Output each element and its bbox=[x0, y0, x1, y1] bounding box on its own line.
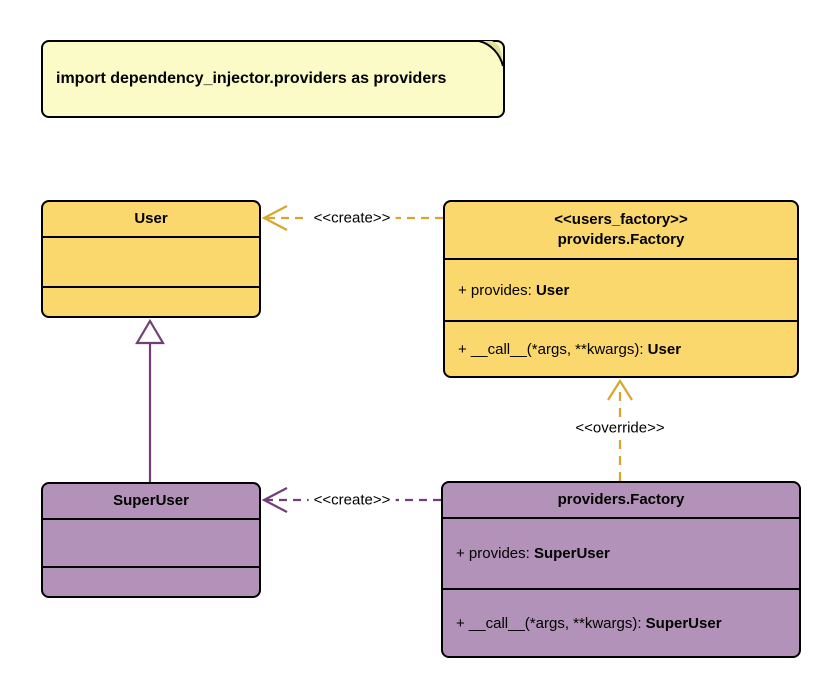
class-user: User bbox=[41, 200, 261, 318]
call-label: + __call__(*args, **kwargs): bbox=[456, 614, 646, 632]
class-users-factory-title: <<users_factory>> providers.Factory bbox=[445, 202, 797, 258]
class-superuser: SuperUser bbox=[41, 482, 261, 598]
provides-type: User bbox=[535, 281, 570, 299]
call-return-type: SuperUser bbox=[645, 614, 722, 632]
users-factory-call-row: + __call__(*args, **kwargs): User bbox=[445, 320, 797, 376]
users-factory-stereotype: <<users_factory>> bbox=[554, 211, 688, 228]
provides-type: SuperUser bbox=[533, 545, 610, 562]
provides-label: + provides: bbox=[456, 545, 534, 562]
class-user-methods-compartment bbox=[43, 286, 259, 316]
class-superusers-factory-title: providers.Factory bbox=[557, 491, 685, 508]
class-superuser-attributes-compartment bbox=[43, 518, 259, 566]
class-users-factory: <<users_factory>> providers.Factory + pr… bbox=[443, 200, 799, 378]
class-user-title: User bbox=[134, 210, 168, 227]
class-superuser-title: SuperUser bbox=[113, 492, 189, 509]
edge-label-override: <<override>> bbox=[570, 419, 670, 437]
users-factory-name: providers.Factory bbox=[557, 231, 685, 248]
superusers-factory-call-row: + __call__(*args, **kwargs): SuperUser bbox=[443, 588, 799, 656]
inheritance-arrow bbox=[135, 318, 165, 482]
provides-label: + provides: bbox=[458, 281, 536, 299]
class-superusers-factory: providers.Factory + provides: SuperUser … bbox=[441, 481, 801, 658]
call-label: + __call__(*args, **kwargs): bbox=[458, 340, 648, 358]
class-user-attributes-compartment bbox=[43, 236, 259, 286]
import-note: import dependency_injector.providers as … bbox=[41, 40, 505, 118]
edge-label-create-user: <<create>> bbox=[308, 209, 396, 227]
class-superuser-methods-compartment bbox=[43, 566, 259, 596]
users-factory-provides-row: + provides: User bbox=[445, 258, 797, 320]
edge-label-create-superuser: <<create>> bbox=[308, 491, 396, 509]
superusers-factory-provides-row: + provides: SuperUser bbox=[443, 517, 799, 588]
import-note-text: import dependency_injector.providers as … bbox=[56, 70, 447, 87]
call-return-type: User bbox=[647, 340, 682, 358]
